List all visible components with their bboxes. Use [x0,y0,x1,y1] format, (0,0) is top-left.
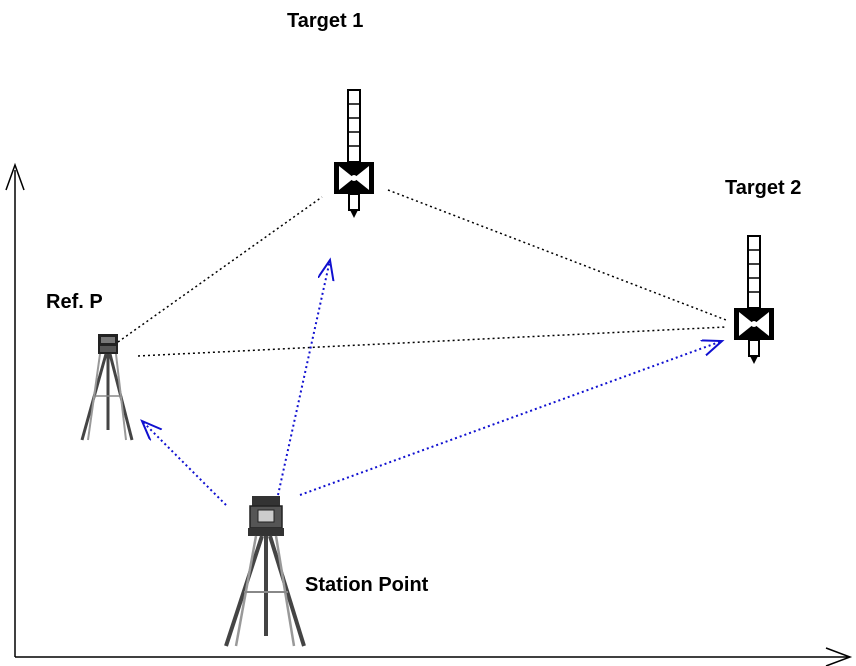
line-refp-target2 [137,326,727,357]
sight-to-target1 [277,260,330,496]
reference-label: Ref. P [46,291,103,313]
target1-label: Target 1 [287,10,363,32]
station-label: Station Point [305,574,429,596]
sight-to-target2 [299,341,722,496]
target2-icon [734,235,774,364]
line-target1-target2 [387,189,727,321]
reference-icon [80,334,134,441]
sight-lines [142,260,722,506]
sight-to-refp [142,421,227,506]
y-axis-arrowhead [5,162,25,191]
x-axis-arrowhead [825,647,853,666]
station-icon [224,496,306,647]
target1-icon [334,89,374,218]
axes [5,162,853,666]
target2-label: Target 2 [725,177,801,199]
connection-lines [117,189,727,357]
line-refp-target1 [117,196,323,343]
